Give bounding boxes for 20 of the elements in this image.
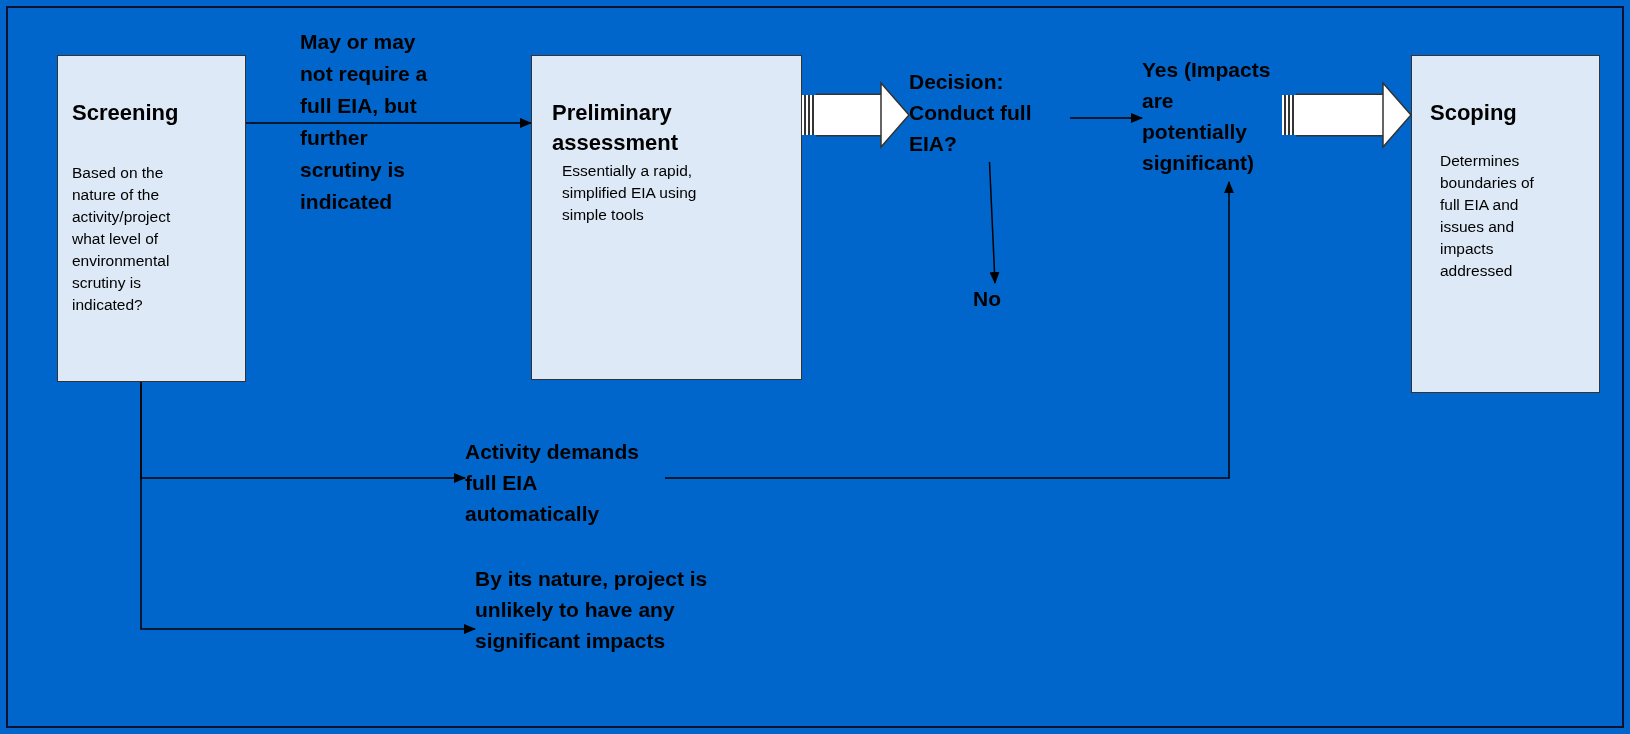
flow-text: Yes (Impacts are potentially significant) [1142,54,1282,182]
arrow [245,118,532,128]
arrow [1069,113,1143,123]
box-description: Determines boundaries of full EIA and issues and impacts addressed [1439,151,1535,281]
process-box [531,55,802,380]
process-box [1411,55,1600,393]
arrow [140,381,476,634]
flow-text: No [973,283,1013,313]
edge-label: May or may not require a full EIA, but further scrutiny is indicated [300,29,429,215]
box-heading: Preliminary assessment [552,99,679,157]
process-box [57,55,246,382]
box-description: Based on the nature of the activity/project what level of environmental scrutiny is indicated? [72,163,172,315]
box-description: Essentially a rapid, simplified EIA using simple tools [561,161,698,225]
flow-text: By its nature, project is unlikely to have any significant impacts [475,563,720,691]
flow-text: Activity demands full EIA automatically [465,436,665,532]
flow-text: Decision: Conduct full EIA? [909,66,1070,162]
arrow [664,181,1234,479]
box-heading: Scoping [1430,99,1518,127]
arrow [988,161,1000,284]
box-heading: Screening [72,99,180,127]
